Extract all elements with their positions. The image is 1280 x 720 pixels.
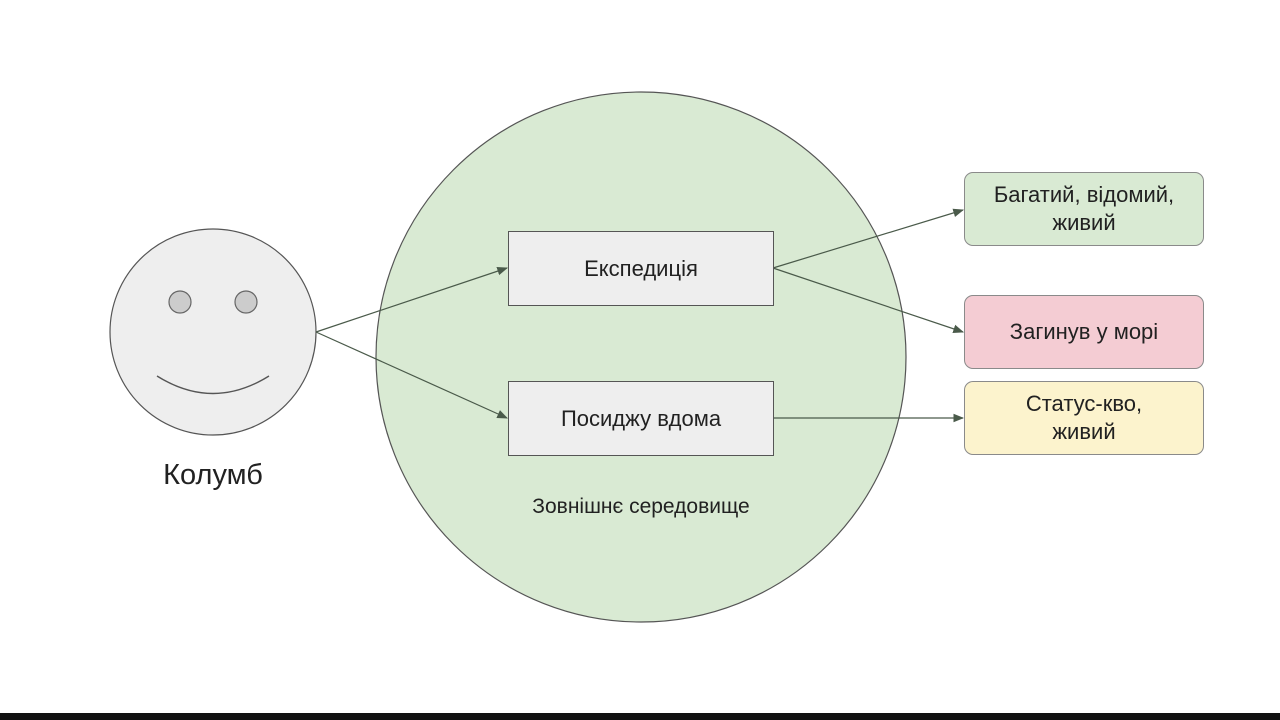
arrow-actor-to-expedition — [315, 266, 509, 333]
mouth — [156, 375, 270, 395]
environment-circle — [375, 91, 907, 623]
right-eye — [234, 290, 258, 314]
action-label-stay-home: Посиджу вдома — [560, 405, 722, 431]
outcome-box-rich: Багатий, відомий, живий — [964, 172, 1204, 246]
bottom-bar — [0, 713, 1280, 720]
action-box-expedition: Експедиція — [508, 231, 774, 306]
outcome-label-rich: Багатий, відомий, живий — [993, 182, 1175, 235]
action-label-expedition: Експедиція — [584, 255, 698, 281]
actor-name: Колумб — [163, 458, 263, 491]
smiley-face-icon — [109, 228, 317, 436]
outcome-box-status-quo: Статус-кво, живий — [964, 381, 1204, 455]
environment-label: Зовнішнє середовище — [532, 495, 750, 518]
action-box-stay-home: Посиджу вдома — [508, 381, 774, 456]
arrow-expedition-to-died — [772, 267, 965, 333]
outcome-label-status-quo: Статус-кво, живий — [1025, 391, 1143, 444]
arrow-actor-to-stay-home — [315, 331, 508, 419]
arrow-expedition-to-rich — [772, 208, 965, 269]
left-eye — [168, 290, 192, 314]
outcome-box-died: Загинув у морі — [964, 295, 1204, 369]
face-outline — [109, 228, 317, 436]
outcome-label-died: Загинув у морі — [1009, 319, 1159, 344]
